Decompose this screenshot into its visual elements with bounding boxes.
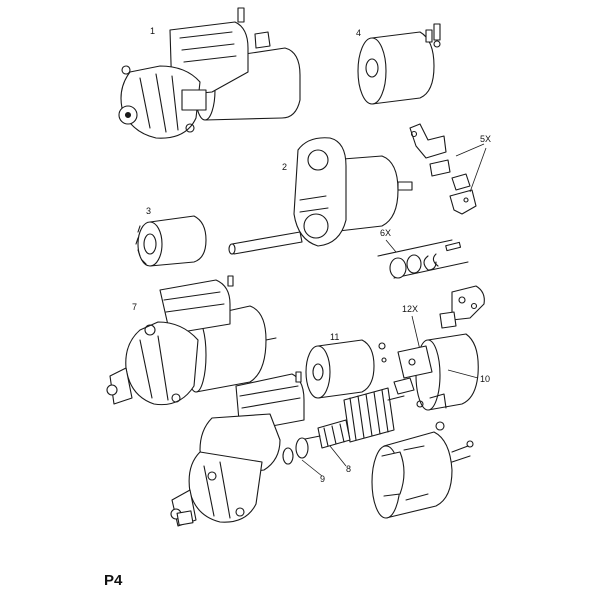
- callout-10: 10: [480, 374, 490, 384]
- drive-end-housing-2-icon: [228, 137, 413, 255]
- end-cover-10-icon: [393, 333, 479, 411]
- starter-motor-exploded-icon: [170, 371, 305, 527]
- callout-11: 11: [330, 332, 339, 342]
- brush-set-5x-icon: [409, 123, 477, 215]
- callout-12x: 12X: [402, 304, 418, 314]
- callout-7: 7: [132, 302, 137, 312]
- callout-4: 4: [356, 28, 361, 38]
- pinion-ring-9-icon: [282, 437, 309, 465]
- page-code: P4: [104, 572, 123, 589]
- starter-motor-7-icon: [106, 275, 277, 406]
- pinion-3-icon: [135, 215, 207, 267]
- starter-motor-1-icon: [118, 7, 301, 139]
- armature-8-icon: [299, 387, 405, 449]
- field-coil-housing-icon: [371, 421, 474, 519]
- bush-ring-set-6x-icon: [377, 239, 469, 279]
- callout-1: 1: [150, 26, 155, 36]
- callout-2: 2: [282, 162, 287, 172]
- callout-6x: 6X: [380, 228, 391, 238]
- solenoid-11-icon: [305, 339, 387, 399]
- callout-8: 8: [346, 464, 351, 474]
- solenoid-4-icon: [357, 23, 441, 105]
- callout-5x: 5X: [480, 134, 491, 144]
- callout-3: 3: [146, 206, 151, 216]
- callout-9: 9: [320, 474, 325, 484]
- brush-plate-12x-icon: [439, 285, 485, 329]
